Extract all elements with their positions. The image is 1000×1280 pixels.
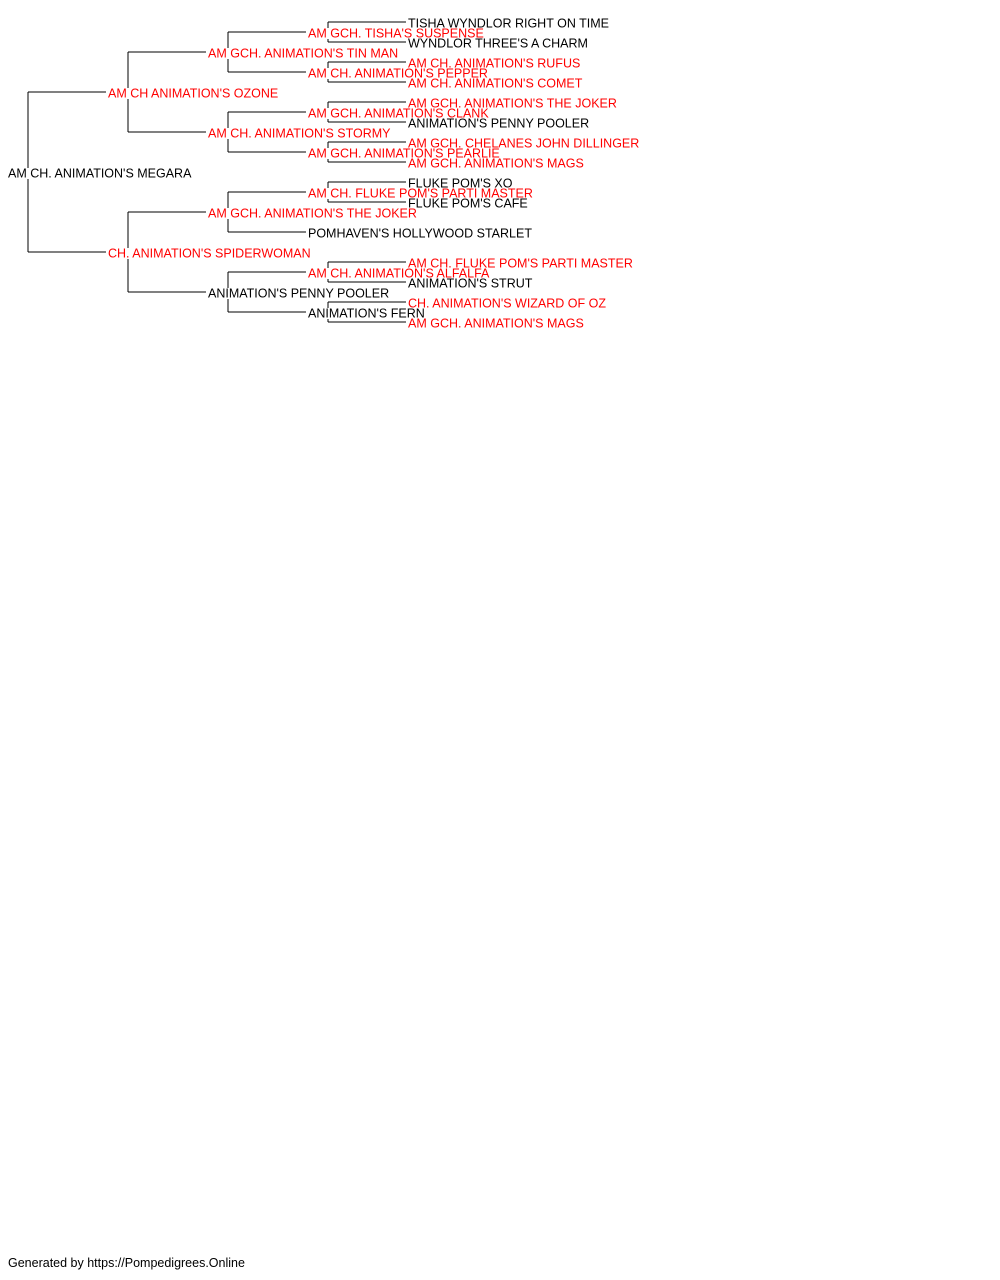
dog-name-gen-4: AM GCH. ANIMATION'S MAGS (408, 157, 584, 171)
dog-name-gen-4: FLUKE POM'S CAFE (408, 197, 528, 211)
dog-name-gen-3: ANIMATION'S FERN (308, 307, 425, 321)
dog-name-gen-3: AM GCH. ANIMATION'S CLANK (308, 107, 489, 121)
dog-name-gen-4: CH. ANIMATION'S WIZARD OF OZ (408, 297, 606, 311)
dog-labels: AM CH. ANIMATION'S MEGARA AM CH ANIMATION… (8, 17, 639, 331)
dog-name-gen-4: AM CH. ANIMATION'S COMET (408, 77, 583, 91)
dog-name-gen-1: CH. ANIMATION'S SPIDERWOMAN (108, 247, 311, 261)
dog-name-gen-3: AM GCH. TISHA'S SUSPENSE (308, 27, 484, 41)
dog-name-gen-4: WYNDLOR THREE'S A CHARM (408, 37, 588, 51)
dog-name-gen-3: AM CH. FLUKE POM'S PARTI MASTER (308, 187, 533, 201)
dog-name-gen-0: AM CH. ANIMATION'S MEGARA (8, 167, 192, 181)
dog-name-gen-4: ANIMATION'S STRUT (408, 277, 533, 291)
dog-name-gen-4: AM CH. ANIMATION'S RUFUS (408, 57, 580, 71)
connector-lines (27, 21, 406, 323)
dog-name-gen-3: AM GCH. ANIMATION'S PEARLIE (308, 147, 500, 161)
dog-name-gen-4: TISHA WYNDLOR RIGHT ON TIME (408, 17, 609, 31)
dog-name-gen-4: AM CH. FLUKE POM'S PARTI MASTER (408, 257, 633, 271)
dog-name-gen-2: AM CH. ANIMATION'S STORMY (208, 127, 391, 141)
dog-name-gen-3: AM CH. ANIMATION'S PEPPER (308, 67, 488, 81)
dog-name-gen-4: AM GCH. ANIMATION'S THE JOKER (408, 97, 617, 111)
dog-name-gen-4: FLUKE POM'S XO (408, 177, 513, 191)
dog-name-gen-3: AM CH. ANIMATION'S ALFALFA (308, 267, 490, 281)
dog-name-gen-4: ANIMATION'S PENNY POOLER (408, 117, 589, 131)
dog-name-gen-2: AM GCH. ANIMATION'S THE JOKER (208, 207, 417, 221)
dog-name-gen-1: AM CH ANIMATION'S OZONE (108, 87, 278, 101)
dog-name-gen-4: AM GCH. CHELANES JOHN DILLINGER (408, 137, 639, 151)
dog-name-gen-4: AM GCH. ANIMATION'S MAGS (408, 317, 584, 331)
dog-name-gen-2: AM GCH. ANIMATION'S TIN MAN (208, 47, 398, 61)
dog-name-gen-3: POMHAVEN'S HOLLYWOOD STARLET (308, 227, 532, 241)
dog-name-gen-2: ANIMATION'S PENNY POOLER (208, 287, 389, 301)
footer-credit: Generated by https://Pompedigrees.Online (8, 1256, 245, 1270)
